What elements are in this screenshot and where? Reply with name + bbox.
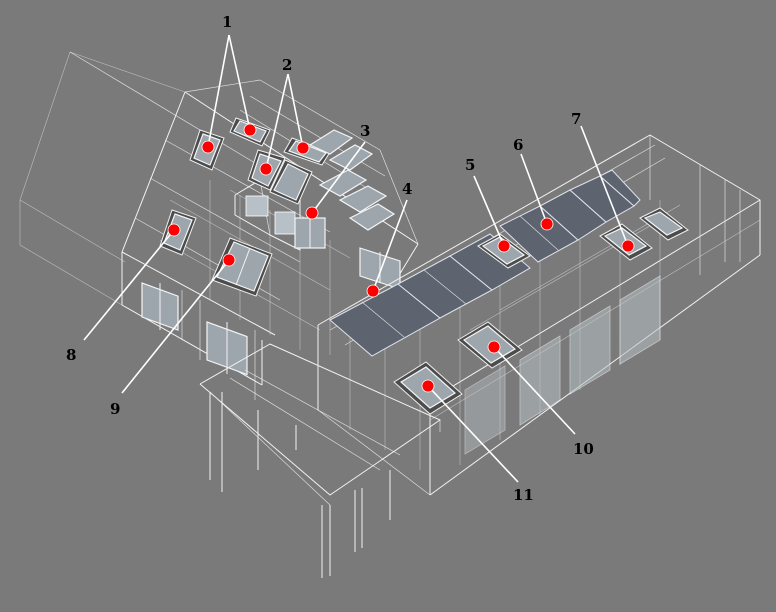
marker-6 <box>540 217 554 231</box>
leader-2a <box>265 73 289 170</box>
callout-number-9: 9 <box>110 400 120 418</box>
callout-number-3: 3 <box>360 122 370 140</box>
marker-11 <box>421 379 435 393</box>
marker-4 <box>366 284 380 298</box>
leader-8 <box>83 229 175 341</box>
marker-8 <box>167 223 181 237</box>
callout-numbers: 1 2 3 4 5 6 7 8 9 10 11 <box>66 13 594 504</box>
solar-panels <box>329 169 641 357</box>
marker-10 <box>487 340 501 354</box>
leader-lines <box>83 34 629 483</box>
callout-number-7: 7 <box>571 110 581 128</box>
pergola-wireframe <box>199 343 441 578</box>
callout-number-4: 4 <box>402 180 412 198</box>
marker-3 <box>305 206 319 220</box>
callout-number-5: 5 <box>465 156 475 174</box>
marker-1b <box>243 123 257 137</box>
leader-7 <box>580 125 629 247</box>
leader-6 <box>520 153 548 225</box>
callout-number-6: 6 <box>513 136 523 154</box>
callout-number-11: 11 <box>513 486 534 504</box>
callout-number-2: 2 <box>282 56 292 74</box>
leader-5 <box>473 175 505 247</box>
leader-11 <box>427 385 519 483</box>
leader-1b <box>228 34 251 131</box>
leader-4 <box>372 199 408 292</box>
leader-1a <box>207 34 230 148</box>
marker-1a <box>201 140 215 154</box>
main-house-wireframe <box>19 51 419 400</box>
red-markers <box>167 123 635 393</box>
leader-3 <box>311 141 366 214</box>
leader-10 <box>493 346 576 435</box>
leader-2b <box>287 73 304 149</box>
roof-windows-main <box>159 117 396 297</box>
marker-9 <box>222 253 236 267</box>
marker-2b <box>296 141 310 155</box>
marker-7 <box>621 239 635 253</box>
marker-5 <box>497 239 511 253</box>
leader-9 <box>121 259 230 394</box>
callout-number-1: 1 <box>222 13 232 31</box>
callout-number-8: 8 <box>66 346 76 364</box>
callout-number-10: 10 <box>573 440 594 458</box>
marker-2a <box>259 162 273 176</box>
